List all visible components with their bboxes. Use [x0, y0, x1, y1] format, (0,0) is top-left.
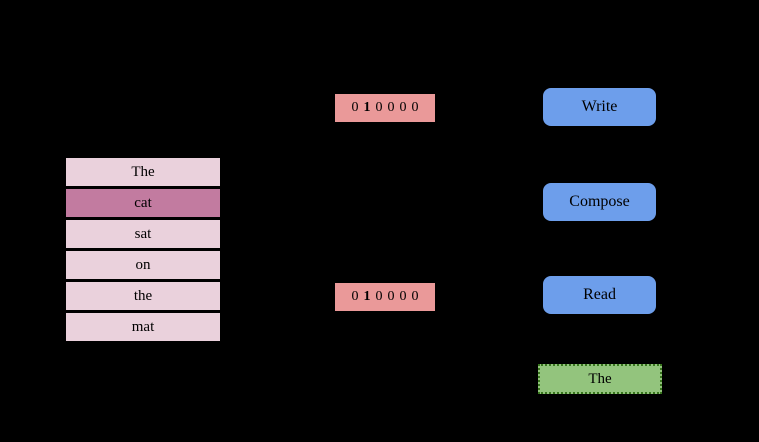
read-box: Read: [543, 276, 656, 314]
one-hot-digit: 0: [399, 100, 407, 115]
one-hot-digit: 1: [363, 100, 371, 115]
one-hot-digit: 0: [411, 100, 419, 115]
compose-box-label: Compose: [569, 193, 630, 210]
token-row: The: [66, 158, 220, 186]
read-box-label: Read: [583, 286, 616, 303]
token-row: the: [66, 282, 220, 310]
one-hot-digit: 0: [411, 289, 419, 304]
token-row-highlighted: cat: [66, 189, 220, 217]
one-hot-digit: 0: [375, 289, 383, 304]
one-hot-digit: 1: [363, 289, 371, 304]
write-box: Write: [543, 88, 656, 126]
write-box-label: Write: [581, 98, 618, 115]
one-hot-digit: 0: [375, 100, 383, 115]
token-row: on: [66, 251, 220, 279]
one-hot-digit: 0: [399, 289, 407, 304]
one-hot-digit: 0: [387, 100, 395, 115]
one-hot-digit: 0: [351, 289, 359, 304]
token-row: sat: [66, 220, 220, 248]
output-token-label: The: [588, 370, 612, 387]
one-hot-digit: 0: [387, 289, 395, 304]
compose-box: Compose: [543, 183, 656, 221]
token-list: The cat sat on the mat: [66, 158, 220, 341]
output-token-box: The: [538, 364, 662, 394]
token-row: mat: [66, 313, 220, 341]
one-hot-digit: 0: [351, 100, 359, 115]
